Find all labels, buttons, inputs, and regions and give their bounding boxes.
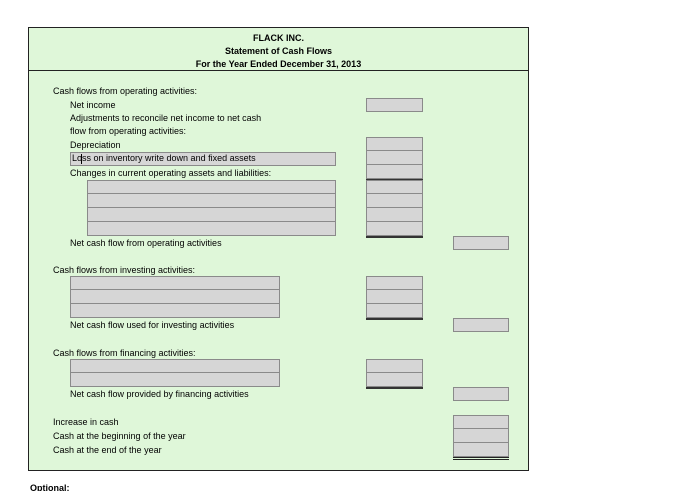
cash-summary-stack bbox=[453, 415, 509, 460]
net-financing-label: Net cash flow provided by financing acti… bbox=[70, 389, 249, 399]
net-income-label: Net income bbox=[70, 100, 116, 110]
investing-heading: Cash flows from investing activities: bbox=[53, 265, 196, 275]
financing-amount-input-2[interactable] bbox=[366, 373, 423, 387]
net-operating-total-input[interactable] bbox=[453, 236, 509, 250]
investing-label-input-3[interactable] bbox=[70, 304, 280, 318]
depreciation-amount-input[interactable] bbox=[366, 137, 423, 151]
investing-label-input-2[interactable] bbox=[70, 290, 280, 304]
adjustments-label-line1: Adjustments to reconcile net income to n… bbox=[70, 113, 262, 123]
statement-header: FLACK INC. Statement of Cash Flows For t… bbox=[29, 28, 528, 71]
net-investing-total-input[interactable] bbox=[453, 318, 509, 332]
investing-amount-stack bbox=[366, 276, 423, 320]
investing-amount-input-3[interactable] bbox=[366, 304, 423, 318]
financing-label-stack bbox=[70, 359, 280, 387]
operating-change-amount-input-2[interactable] bbox=[366, 194, 423, 208]
cash-flow-statement-form: FLACK INC. Statement of Cash Flows For t… bbox=[28, 27, 529, 471]
cash-beginning-input[interactable] bbox=[453, 429, 509, 443]
net-operating-label: Net cash flow from operating activities bbox=[70, 238, 222, 248]
company-name: FLACK INC. bbox=[253, 33, 304, 43]
statement-title: Statement of Cash Flows bbox=[224, 46, 332, 56]
financing-amount-stack bbox=[366, 359, 423, 389]
adjustment-amount-stack bbox=[366, 137, 423, 181]
financing-heading: Cash flows from financing activities: bbox=[53, 348, 196, 358]
cash-beginning-label: Cash at the beginning of the year bbox=[53, 431, 186, 441]
operating-change-amount-input-3[interactable] bbox=[366, 208, 423, 222]
cash-end-input[interactable] bbox=[453, 443, 509, 457]
loss-on-inventory-field[interactable]: Loss on inventory write down and fixed a… bbox=[70, 152, 336, 166]
investing-amount-input-1[interactable] bbox=[366, 276, 423, 290]
operating-changes-label-stack bbox=[87, 180, 336, 236]
text-cursor bbox=[81, 154, 82, 164]
investing-amount-input-2[interactable] bbox=[366, 290, 423, 304]
changes-label: Changes in current operating assets and … bbox=[70, 168, 272, 178]
operating-change-amount-input-4[interactable] bbox=[366, 222, 423, 236]
financing-label-input-1[interactable] bbox=[70, 359, 280, 373]
adjustment-amount-input-3[interactable] bbox=[366, 165, 423, 179]
investing-label-stack bbox=[70, 276, 280, 318]
operating-change-label-input-3[interactable] bbox=[87, 208, 336, 222]
operating-heading: Cash flows from operating activities: bbox=[53, 86, 198, 96]
operating-change-label-input-1[interactable] bbox=[87, 180, 336, 194]
adjustment-amount-input-2[interactable] bbox=[366, 151, 423, 165]
adjustments-label-line2: flow from operating activities: bbox=[70, 126, 187, 136]
loss-on-inventory-text: Loss on inventory write down and fixed a… bbox=[72, 153, 256, 163]
investing-label-input-1[interactable] bbox=[70, 276, 280, 290]
operating-changes-amount-stack bbox=[366, 180, 423, 238]
increase-in-cash-label: Increase in cash bbox=[53, 417, 119, 427]
net-income-input[interactable] bbox=[366, 98, 423, 112]
operating-change-amount-input-1[interactable] bbox=[366, 180, 423, 194]
increase-in-cash-input[interactable] bbox=[453, 415, 509, 429]
operating-change-label-input-4[interactable] bbox=[87, 222, 336, 236]
financing-amount-input-1[interactable] bbox=[366, 359, 423, 373]
statement-period: For the Year Ended December 31, 2013 bbox=[195, 59, 362, 69]
optional-label: Optional: bbox=[30, 483, 70, 491]
financing-label-input-2[interactable] bbox=[70, 373, 280, 387]
operating-change-label-input-2[interactable] bbox=[87, 194, 336, 208]
depreciation-label: Depreciation bbox=[70, 140, 121, 150]
net-investing-label: Net cash flow used for investing activit… bbox=[70, 320, 235, 330]
net-financing-total-input[interactable] bbox=[453, 387, 509, 401]
cash-end-label: Cash at the end of the year bbox=[53, 445, 162, 455]
